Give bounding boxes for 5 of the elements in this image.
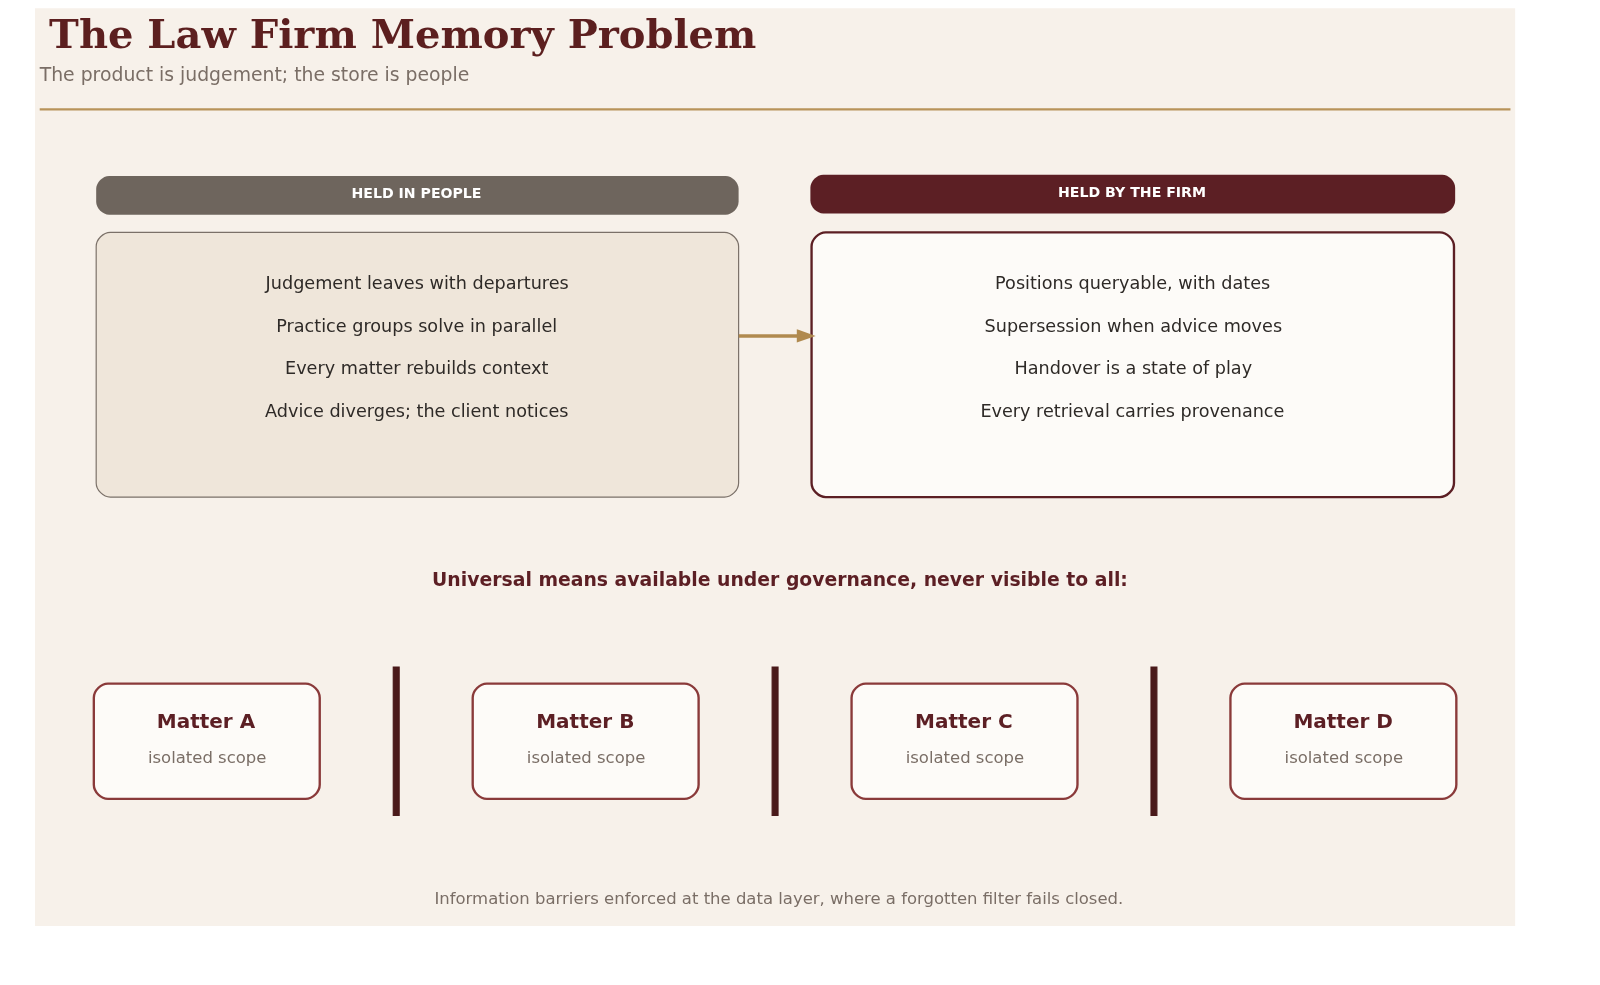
label: The product is judgement; the store is people bbox=[39, 63, 469, 85]
arrow bbox=[738, 329, 816, 343]
diagram-title: The Law Firm Memory Problem bbox=[48, 10, 756, 58]
label: Universal means available under governance, never visible to all: bbox=[431, 568, 1128, 590]
label: Information barriers enforced at the data layer, where a forgotten filter fails closed. bbox=[433, 889, 1123, 909]
